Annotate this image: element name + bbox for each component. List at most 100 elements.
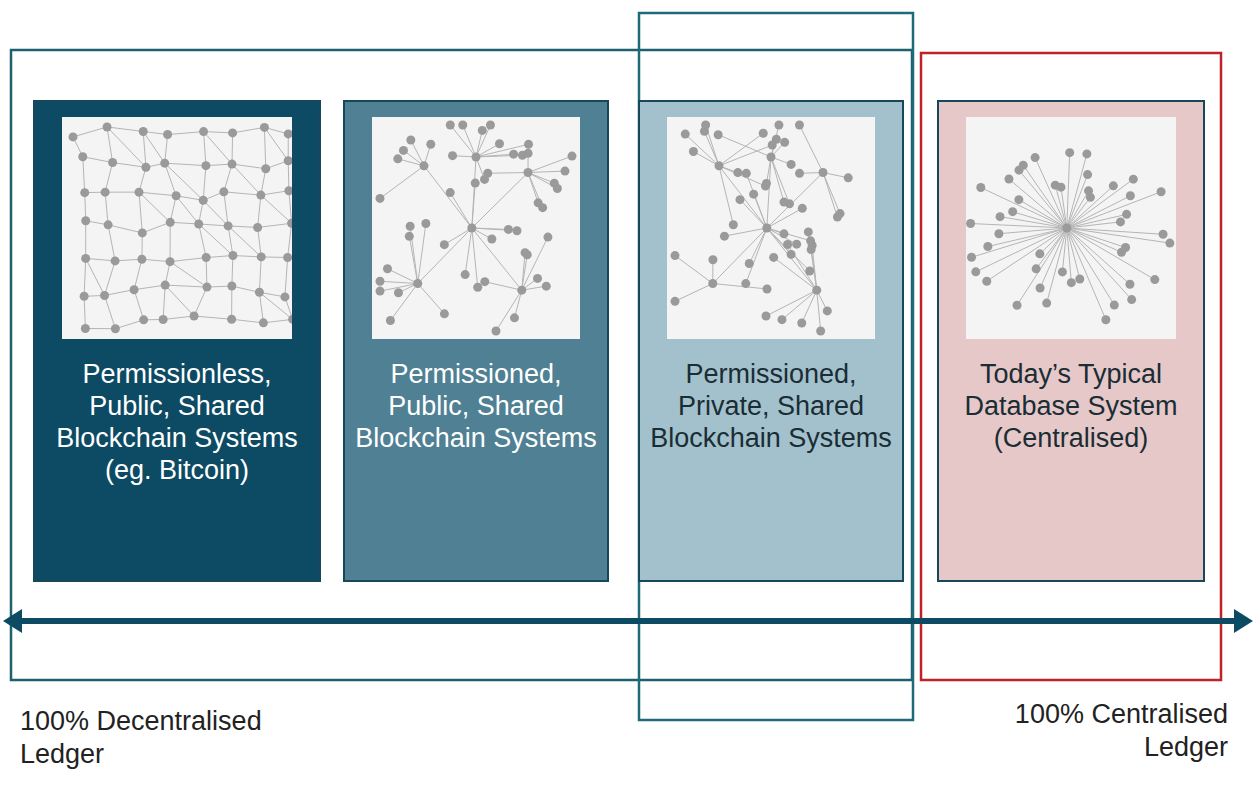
network-link [264,127,265,168]
network-node-dot [224,221,233,230]
network-link [258,223,292,227]
network-link [259,292,263,323]
network-link [231,286,232,319]
network-node-dot [805,266,814,275]
network-link [163,285,165,319]
network-link [472,228,478,287]
network-node-dot [111,324,120,333]
network-link [139,192,170,222]
illustration-ground [372,117,580,339]
network-node-dot [1116,217,1125,226]
network-link [203,200,228,226]
network-link [83,157,85,193]
network-node-dot [797,318,806,327]
network-link [767,228,817,290]
network-link [719,166,767,228]
network-link [86,258,105,295]
network-node-dot [386,316,395,325]
network-node-dot [376,194,385,203]
network-link [823,173,837,218]
network-node-dot [1127,295,1136,304]
network-node-dot [101,188,110,197]
network-link [485,282,522,290]
network-node-dot [779,229,788,238]
network-link [718,135,771,157]
network-node-dot [491,327,500,336]
network-node-dot [774,121,783,130]
network-node-dot [714,130,723,139]
network-node-dot [844,173,853,182]
network-link [981,188,1067,228]
network-node-dot [1129,175,1138,184]
network-link [817,290,821,331]
network-link [170,222,171,261]
network-link [999,228,1067,234]
network-node-dot [495,139,504,148]
network-link [1067,186,1114,228]
axis-arrowhead [1234,609,1253,633]
network-node-dot [1157,187,1166,196]
network-node-dot [761,182,770,191]
network-link [424,166,472,228]
network-link [194,287,207,316]
network-link [1019,200,1067,228]
network-node-dot [256,191,265,200]
network-node-dot [288,315,292,324]
network-node-dot [420,161,429,170]
network-node-dot [228,160,237,169]
network-link [113,163,146,168]
network-link [823,173,840,214]
network-node-dot [448,151,457,160]
network-node-dot [284,186,292,195]
network-link [73,127,107,137]
network-node-dot [172,191,181,200]
network-link [105,192,108,225]
network-link [1013,212,1067,228]
network-node-dot [779,198,788,207]
network-node-dot [446,188,455,197]
network-link [675,256,713,284]
network-link [1061,187,1067,228]
network-node-dot [733,168,742,177]
network-node-dot [1109,181,1118,190]
network-node-dot [720,232,729,241]
network-node-dot [787,250,796,259]
network-node-dot [202,283,211,292]
network-node-dot [1086,193,1095,202]
network-node-dot [708,279,717,288]
network-link [522,237,548,290]
network-node-dot [749,190,758,199]
network-node-dot [227,282,236,291]
network-link [713,284,767,289]
network-node-dot [486,121,495,130]
network-link [139,192,142,233]
network-link [84,296,85,328]
network-node-dot [708,255,717,264]
network-node-dot [160,159,169,168]
network-link [289,191,292,224]
network-node-dot [812,286,821,295]
network-link [204,132,206,166]
network-link [1067,228,1072,283]
network-node-dot [1058,267,1067,276]
network-link [1067,179,1134,228]
network-link [105,163,112,193]
network-node-dot [80,292,89,301]
network-link [139,192,176,196]
category-box: Today’s Typical Database System (Central… [937,100,1205,582]
network-node-dot [201,161,210,170]
network-node-dot [761,312,770,321]
network-node-dot [806,236,815,245]
network-node-dot [467,224,476,233]
network-node-dot [1035,249,1044,258]
network-node-dot [137,255,146,264]
network-link [380,166,424,199]
network-link [261,195,292,223]
network-node-dot [194,219,203,228]
network-node-dot [81,324,90,333]
network-link [390,284,417,321]
network-node-dot [78,152,87,161]
network-node-dot [1067,278,1076,287]
network-node-dot [406,222,415,231]
network-node-dot [769,253,778,262]
